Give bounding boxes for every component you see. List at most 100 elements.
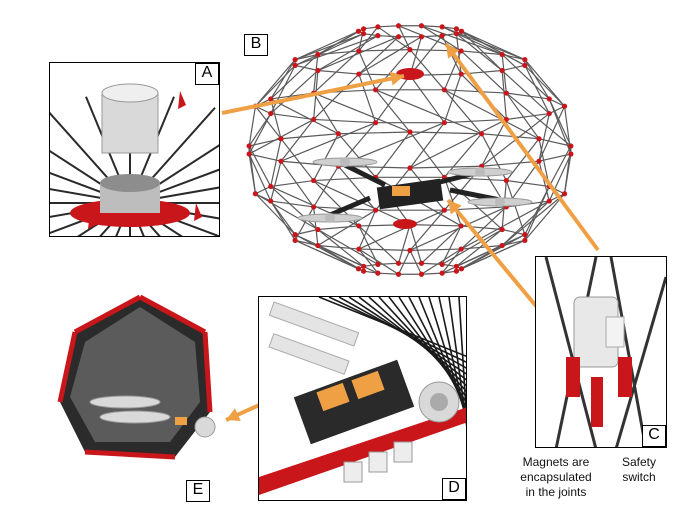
drone-arm: [329, 195, 371, 218]
cage-strut: [456, 28, 526, 66]
cage-strut: [358, 36, 399, 75]
cage-strut: [358, 73, 377, 123]
cage-joint: [439, 261, 445, 267]
cage-strut: [280, 138, 315, 181]
cage-joint: [546, 110, 552, 117]
cage-strut: [294, 239, 359, 270]
cage-strut: [313, 54, 319, 94]
cage-joint: [278, 158, 284, 164]
cage-joint: [499, 51, 505, 58]
cage-strut: [375, 75, 411, 124]
cage-joint: [356, 246, 362, 252]
cage-strut: [456, 239, 526, 272]
cage-joint: [268, 110, 274, 117]
cage-strut: [248, 153, 272, 202]
cage-strut: [524, 186, 550, 241]
cage-strut: [358, 49, 411, 52]
cage-joint: [453, 268, 460, 274]
cage-strut: [443, 73, 462, 123]
cage-joint: [522, 232, 528, 238]
panel-d-label: D: [442, 478, 466, 500]
cage-joint: [458, 223, 464, 229]
folded-cage-illustration: [57, 294, 216, 460]
cage-joint: [315, 67, 321, 74]
frame-lines: [318, 297, 466, 427]
panel-a-hub-detail: A: [49, 62, 220, 237]
cage-strut: [538, 113, 550, 162]
cage-joint: [395, 271, 402, 277]
cage-strut: [409, 165, 482, 169]
cage-strut: [317, 69, 359, 75]
cage-strut: [270, 65, 296, 114]
cage-strut: [421, 225, 462, 264]
cage-strut: [338, 131, 411, 135]
cage-joint: [335, 131, 342, 137]
cage-joint: [453, 31, 460, 37]
cage-joint: [499, 67, 505, 74]
hub-connector-body: [101, 92, 159, 154]
cage-strut: [248, 113, 272, 147]
cage-strut: [294, 33, 364, 66]
cage-strut: [377, 26, 411, 51]
cage-strut: [317, 228, 379, 265]
cage-strut: [524, 59, 566, 107]
cage-joint: [503, 90, 509, 96]
cage-joint: [373, 87, 379, 93]
cage-strut: [409, 250, 423, 275]
drone-motor: [325, 213, 335, 223]
cage-strut: [313, 206, 319, 246]
cage-joint: [441, 207, 447, 213]
cage-strut: [444, 89, 507, 94]
panel-c-joint-detail: C: [535, 256, 667, 448]
cage-strut: [505, 138, 540, 181]
cage-strut: [441, 248, 462, 274]
folded-cage-props: [89, 395, 216, 438]
cage-strut: [317, 35, 379, 72]
cage-strut: [524, 193, 566, 241]
cage-strut: [248, 106, 257, 147]
cage-strut: [460, 50, 507, 94]
cage-joint: [441, 87, 447, 93]
cage-strut: [443, 177, 462, 227]
folded-cage-inner: [70, 307, 200, 442]
cage-joint: [375, 270, 381, 276]
cage-strut: [505, 92, 540, 140]
cage-strut: [409, 75, 445, 124]
cage-strut: [441, 228, 503, 265]
orange-part-2: [351, 370, 385, 400]
cage-strut: [548, 98, 565, 107]
cage-strut: [421, 248, 462, 275]
cage-strut: [409, 49, 445, 91]
cage-joint: [546, 96, 552, 102]
callout-arrowhead: [389, 71, 404, 86]
safety-switch-caption: Safety switch: [612, 455, 666, 485]
cage-strut: [249, 138, 282, 147]
cage-joint: [268, 183, 274, 190]
cage-strut: [538, 161, 550, 202]
cage-strut: [313, 118, 376, 124]
cage-strut: [441, 225, 462, 265]
cage-strut: [270, 54, 319, 100]
cage-strut: [294, 33, 364, 61]
cage-strut: [317, 225, 359, 231]
cage-strut: [294, 234, 359, 270]
cage-strut: [397, 25, 411, 50]
cage-joint: [373, 207, 379, 213]
cage-strut: [255, 193, 319, 231]
cage-strut: [456, 28, 526, 61]
cage-joint: [315, 51, 321, 58]
cage-strut: [501, 193, 565, 246]
cage-strut: [294, 30, 359, 61]
magnet-joint-bottom: [591, 377, 603, 427]
cage-joint: [458, 28, 465, 34]
cage-joint: [453, 26, 460, 32]
cage-joint: [407, 165, 413, 171]
cage-strut: [254, 59, 296, 107]
cage-strut: [317, 36, 399, 72]
cage-strut: [358, 26, 379, 52]
cage-strut: [337, 133, 377, 178]
cage-strut: [377, 272, 399, 275]
drone-motor: [340, 157, 350, 167]
cage-strut: [270, 98, 282, 139]
folded-cage-red-edges: [57, 294, 213, 460]
